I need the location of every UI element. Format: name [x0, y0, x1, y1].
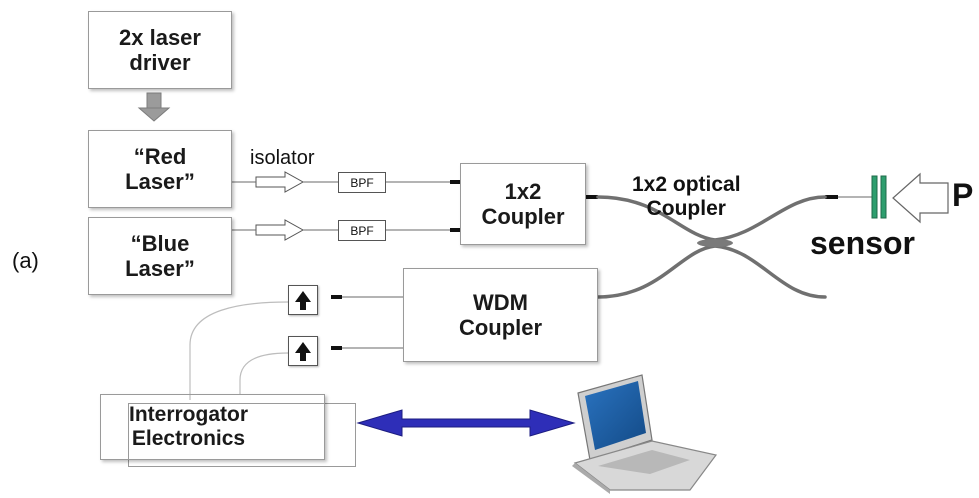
sensor-element	[871, 175, 887, 219]
photodetector-bottom	[288, 336, 318, 366]
pressure-arrow	[892, 172, 949, 224]
coupler-1x2-box: 1x2 Coupler	[460, 163, 586, 245]
red-laser-box: “Red Laser”	[88, 130, 232, 208]
bpf-top-box: BPF	[338, 172, 386, 193]
isolator-label: isolator	[250, 147, 315, 169]
fiber-thin-lines	[230, 181, 872, 349]
optical-coupler-label: 1x2 optical Coupler	[632, 173, 741, 221]
laser-driver-box: 2x laser driver	[88, 11, 232, 89]
isolator-arrow-bottom	[255, 219, 305, 241]
photodetector-top	[288, 285, 318, 315]
isolator-arrow-top	[255, 171, 305, 193]
coupler-fusion-point	[697, 239, 733, 247]
driver-down-arrow	[137, 92, 171, 122]
data-link-double-arrow	[356, 409, 576, 437]
panel-label: (a)	[12, 248, 39, 273]
wdm-coupler-box: WDM Coupler	[403, 268, 598, 362]
pressure-label: P	[952, 177, 974, 213]
up-arrow-icon	[295, 291, 311, 310]
detector-cables	[189, 301, 289, 400]
blue-laser-box: “Blue Laser”	[88, 217, 232, 295]
up-arrow-icon	[295, 342, 311, 361]
bpf-bottom-box: BPF	[338, 220, 386, 241]
connector-stubs	[331, 180, 838, 350]
interrogator-electronics-box: Interrogator Electronics	[100, 394, 325, 460]
laptop-icon	[572, 374, 718, 494]
sensor-label: sensor	[810, 225, 915, 261]
interrogator-back-outline	[128, 403, 356, 467]
